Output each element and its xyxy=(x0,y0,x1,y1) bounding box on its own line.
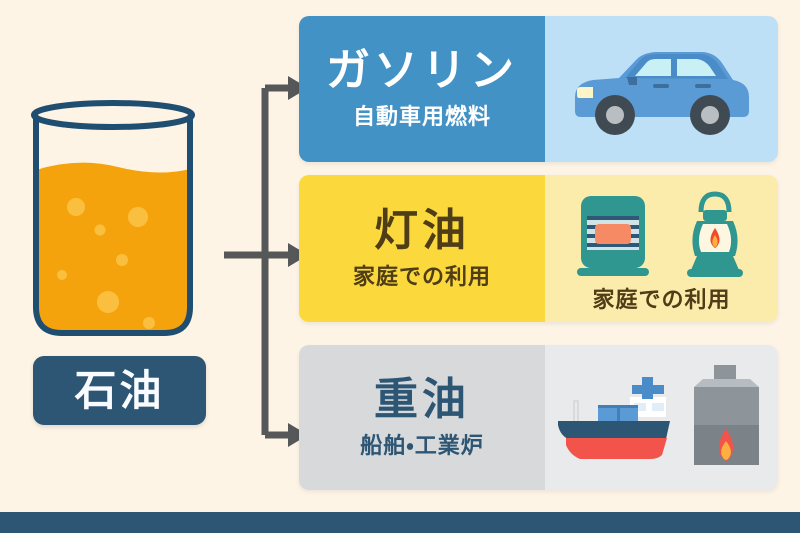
panel-heavyoil-visual xyxy=(545,345,778,490)
panel-kerosene-title: 灯油 xyxy=(374,204,470,256)
kerosene-caption: 家庭での利用 xyxy=(592,287,731,313)
industrial-furnace-icon xyxy=(694,364,759,465)
panel-gasoline-text: ガソリン 自動車用燃料 xyxy=(299,16,545,162)
panel-gasoline[interactable]: ガソリン 自動車用燃料 xyxy=(299,16,778,162)
panel-kerosene-subtitle: 家庭での利用 xyxy=(352,264,491,290)
kerosene-icon-row xyxy=(573,190,751,282)
cargo-ship-icon xyxy=(558,376,670,459)
source-badge: 石油 xyxy=(33,356,206,425)
petroleum-beaker-icon xyxy=(31,100,195,336)
panel-gasoline-visual xyxy=(545,16,778,162)
car-icon xyxy=(574,51,749,135)
panel-heavyoil-text: 重油 船舶・工業炉 xyxy=(299,345,545,490)
heavyoil-icon-group xyxy=(558,364,759,465)
panel-heavyoil-subtitle: 船舶・工業炉 xyxy=(360,433,484,459)
panel-kerosene-visual: 家庭での利用 xyxy=(545,175,778,322)
connector-arrows xyxy=(224,76,308,447)
panel-kerosene-text: 灯油 家庭での利用 xyxy=(299,175,545,322)
panel-gasoline-title: ガソリン xyxy=(326,45,518,96)
panel-heavyoil[interactable]: 重油 船舶・工業炉 xyxy=(299,345,778,490)
oil-lantern-icon xyxy=(686,190,743,277)
kerosene-heater-icon xyxy=(576,195,649,276)
panel-kerosene[interactable]: 灯油 家庭での利用 xyxy=(299,175,778,322)
panel-gasoline-subtitle: 自動車用燃料 xyxy=(352,105,491,130)
source-group: 石油 xyxy=(0,0,240,440)
footer-bar xyxy=(0,512,800,533)
source-badge-label: 石油 xyxy=(74,365,165,415)
panel-heavyoil-title: 重油 xyxy=(374,373,470,425)
